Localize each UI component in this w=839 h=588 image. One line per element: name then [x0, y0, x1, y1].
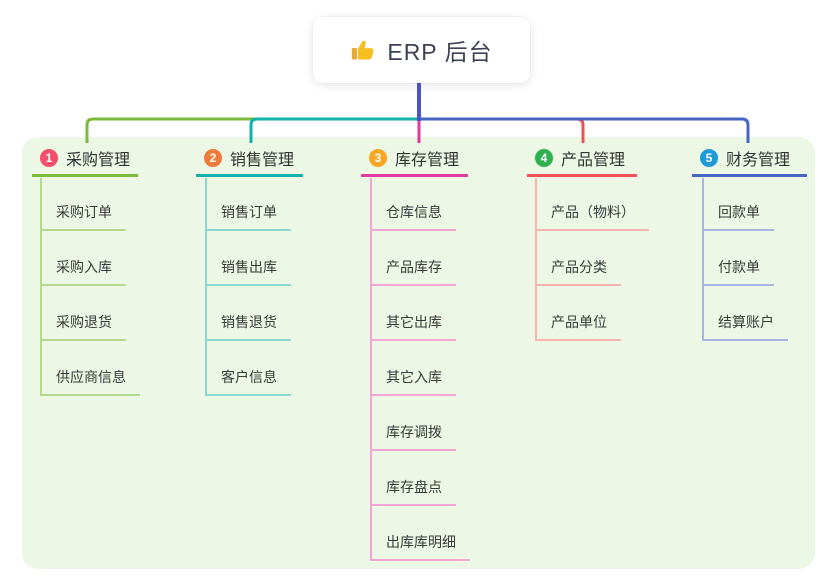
node-label: 供应商信息 — [56, 369, 126, 385]
node-label: 其它入库 — [386, 369, 442, 385]
branch-title-purchase[interactable]: 1 采购管理 — [32, 147, 138, 177]
root-node[interactable]: ERP 后台 — [313, 17, 530, 83]
node-label: 付款单 — [718, 259, 760, 275]
node-other-outbound[interactable]: 其它出库 — [370, 313, 456, 341]
branch-title-sales[interactable]: 2 销售管理 — [196, 147, 303, 177]
node-product-unit[interactable]: 产品单位 — [535, 313, 621, 341]
node-settlement-account[interactable]: 结算账户 — [702, 313, 788, 341]
node-label: 产品分类 — [551, 259, 607, 275]
node-warehouse-info[interactable]: 仓库信息 — [370, 203, 456, 231]
node-purchase-inbound[interactable]: 采购入库 — [40, 258, 126, 286]
node-label: 采购订单 — [56, 204, 112, 220]
node-receipt-doc[interactable]: 回款单 — [702, 203, 774, 231]
branch-children-connector — [40, 178, 42, 396]
branch-children-connector — [702, 178, 704, 341]
node-label: 其它出库 — [386, 314, 442, 330]
node-purchase-order[interactable]: 采购订单 — [40, 203, 126, 231]
node-label: 结算账户 — [718, 314, 774, 330]
branch-label: 销售管理 — [230, 152, 295, 169]
node-label: 采购退货 — [56, 314, 112, 330]
branch-label: 产品管理 — [561, 152, 626, 169]
node-label: 销售订单 — [221, 204, 277, 220]
node-label: 销售出库 — [221, 259, 277, 275]
node-outbound-detail[interactable]: 出库库明细 — [370, 533, 470, 561]
node-customer-info[interactable]: 客户信息 — [205, 368, 291, 396]
root-label: ERP 后台 — [387, 39, 493, 65]
node-label: 产品库存 — [386, 259, 442, 275]
node-label: 出库库明细 — [386, 534, 456, 550]
node-product-category[interactable]: 产品分类 — [535, 258, 621, 286]
node-label: 库存盘点 — [386, 479, 442, 495]
branch-number-badge: 3 — [369, 149, 387, 167]
node-stock-transfer[interactable]: 库存调拨 — [370, 423, 456, 451]
branch-number-badge: 1 — [40, 149, 58, 167]
node-label: 客户信息 — [221, 369, 277, 385]
node-label: 产品单位 — [551, 314, 607, 330]
node-sales-order[interactable]: 销售订单 — [205, 203, 291, 231]
node-purchase-return[interactable]: 采购退货 — [40, 313, 126, 341]
branch-label: 采购管理 — [66, 152, 131, 169]
branch-number-badge: 2 — [204, 149, 222, 167]
node-product-stock[interactable]: 产品库存 — [370, 258, 456, 286]
node-label: 回款单 — [718, 204, 760, 220]
node-sales-return[interactable]: 销售退货 — [205, 313, 291, 341]
node-product-material[interactable]: 产品（物料） — [535, 203, 649, 231]
branch-title-inventory[interactable]: 3 库存管理 — [361, 147, 468, 177]
branches-panel — [22, 137, 815, 569]
branch-number-badge: 5 — [700, 149, 718, 167]
node-stock-check[interactable]: 库存盘点 — [370, 478, 456, 506]
node-other-inbound[interactable]: 其它入库 — [370, 368, 456, 396]
branch-number-badge: 4 — [535, 149, 553, 167]
node-supplier-info[interactable]: 供应商信息 — [40, 368, 140, 396]
branch-children-connector — [205, 178, 207, 396]
node-label: 产品（物料） — [551, 204, 635, 220]
branch-children-connector — [370, 178, 372, 561]
node-label: 销售退货 — [221, 314, 277, 330]
branch-label: 库存管理 — [395, 152, 460, 169]
branch-children-connector — [535, 178, 537, 341]
branch-title-finance[interactable]: 5 财务管理 — [692, 147, 807, 177]
node-sales-outbound[interactable]: 销售出库 — [205, 258, 291, 286]
node-payment-doc[interactable]: 付款单 — [702, 258, 774, 286]
thumbs-up-icon — [350, 37, 377, 64]
branch-label: 财务管理 — [726, 152, 791, 169]
node-label: 采购入库 — [56, 259, 112, 275]
node-label: 仓库信息 — [386, 204, 442, 220]
node-label: 库存调拨 — [386, 424, 442, 440]
branch-title-product[interactable]: 4 产品管理 — [527, 147, 637, 177]
